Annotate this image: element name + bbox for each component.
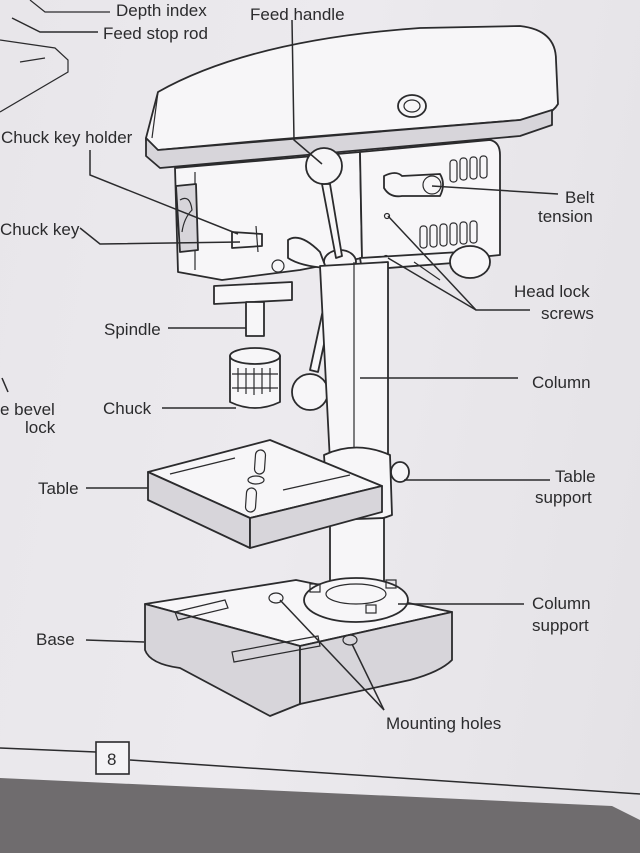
page-number: 8: [107, 750, 116, 769]
label-belt: Belt: [565, 188, 595, 207]
chuck-key-holder-clip: [179, 197, 193, 233]
label-chuck-key: Chuck key: [0, 220, 80, 239]
mounting-hole-1: [268, 592, 284, 604]
feed-stop-rod-leader: [11, 17, 98, 33]
base-side: [299, 611, 453, 705]
chuck-key-leader: [79, 227, 241, 245]
chuck-key-holder-leader: [89, 150, 239, 235]
table-slots: [169, 449, 351, 513]
footer-rule-right: [129, 759, 640, 795]
head-lock-rod: [413, 261, 441, 281]
belt-tension-knob-cap: [422, 175, 442, 195]
base-slot-left: [174, 599, 229, 621]
mounting-holes-leader-1: [279, 599, 385, 711]
chuck-key-tee: [255, 225, 259, 253]
vent-slots-bottom: [419, 220, 478, 249]
label-tension: tension: [538, 207, 593, 226]
label-head-lock: Head lock: [514, 282, 590, 301]
bevel-lock-leader: [1, 377, 9, 393]
column-support-ring: [325, 583, 387, 605]
label-chuck-key-holder: Chuck key holder: [1, 128, 133, 147]
page-number-box: [95, 741, 130, 775]
head-lock-leader-2: [387, 257, 477, 311]
chuck-key-holder-box: [175, 183, 199, 253]
head-knob-inner: [403, 99, 421, 113]
label-feed-handle: Feed handle: [250, 5, 345, 24]
label-column: Column: [532, 373, 591, 392]
vent-slots-top: [449, 155, 488, 183]
spindle: [245, 301, 265, 337]
spindle-collar: [213, 281, 293, 305]
belt-tension-leader: [431, 185, 559, 195]
label-spindle: Spindle: [104, 320, 161, 339]
label-chuck: Chuck: [103, 399, 152, 418]
head-rim: [145, 109, 553, 169]
head-lock-screw-1: [383, 212, 391, 220]
partial-inset-slot: [19, 57, 46, 63]
label-table: Table: [38, 479, 79, 498]
label-column-support-2: support: [532, 616, 589, 635]
partial-inset-box: [0, 39, 69, 113]
footer-rule-left: [0, 747, 97, 753]
feed-handle-knob-bottom: [291, 373, 329, 411]
column-support-bolts: [309, 579, 397, 614]
head-knob: [397, 94, 427, 118]
label-lock: lock: [25, 418, 56, 437]
head-edge: [151, 91, 159, 139]
mounting-hole-2: [342, 634, 358, 646]
table-support-clamp: [390, 461, 410, 483]
belt-tension-knob: [383, 172, 444, 198]
depth-index-leader: [29, 0, 110, 13]
table-side: [249, 485, 383, 549]
label-bevel: e bevel: [0, 400, 55, 419]
side-handle-knob: [449, 245, 491, 279]
feed-handle-leader: [291, 19, 323, 165]
base-slot-right: [231, 635, 321, 663]
depth-stop-nut: [271, 259, 285, 273]
mounting-holes-leader-2: [351, 643, 385, 711]
label-table-support-1: Table: [555, 467, 596, 486]
label-feed-stop-rod: Feed stop rod: [103, 24, 208, 43]
chuck-bands: [232, 373, 278, 389]
label-depth-index: Depth index: [116, 1, 207, 20]
feed-handle-knob-top: [305, 147, 343, 185]
label-screws: screws: [541, 304, 594, 323]
chuck-top: [229, 347, 281, 365]
base-front: [144, 603, 301, 717]
label-column-support-1: Column: [532, 594, 591, 613]
label-mounting-holes: Mounting holes: [386, 714, 501, 733]
label-base: Base: [36, 630, 75, 649]
base-leader: [85, 639, 145, 643]
label-table-support-2: support: [535, 488, 592, 507]
